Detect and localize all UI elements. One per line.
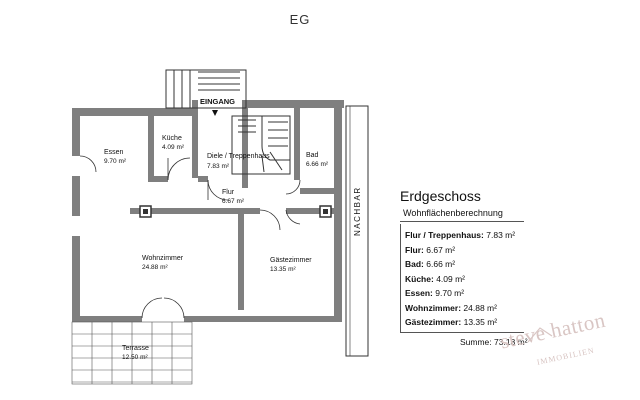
legend-row: Bad: 6.66 m²: [405, 259, 456, 269]
legend-subtitle: Wohnflächenberechnung: [400, 207, 524, 222]
area-legend: Erdgeschoss Wohnflächenberechnung Flur /…: [400, 188, 524, 333]
neighbor-strip: [345, 105, 369, 357]
legend-row: Wohnzimmer: 24.88 m²: [405, 302, 497, 313]
interior-staircase: [231, 115, 291, 175]
walls: [72, 100, 344, 322]
room-area-essen: 9.70 m²: [104, 158, 127, 165]
room-name-gaestezimmer: Gästezimmer: [270, 257, 312, 264]
entrance-arrow-icon: [212, 110, 218, 116]
room-area-flur: 6.67 m²: [222, 198, 245, 205]
legend-total: Summe: 73.18 m²: [460, 337, 528, 347]
legend-row: Flur / Treppenhaus: 7.83 m²: [405, 230, 516, 240]
legend-row: Gästezimmer: 13.35 m²: [405, 317, 498, 327]
room-name-bad: Bad: [306, 152, 319, 159]
chimney-marks: [139, 205, 332, 218]
room-area-bad: 6.66 m²: [306, 161, 329, 168]
room-name-essen: Essen: [104, 149, 124, 156]
room-name-flur: Flur: [222, 189, 235, 196]
room-area-terrasse: 12.50 m²: [122, 354, 148, 361]
entrance-stairs: [165, 69, 247, 109]
entrance-label: EINGANG: [200, 97, 235, 106]
legend-title: Erdgeschoss: [400, 188, 481, 204]
floor-label: EG: [289, 12, 311, 27]
room-area-diele: 7.83 m²: [207, 163, 230, 170]
legend-row: Essen: 9.70 m²: [405, 288, 465, 298]
legend-row: Küche: 4.09 m²: [405, 273, 466, 284]
neighbor-label: NACHBAR: [353, 186, 362, 236]
room-area-gaestezimmer: 13.35 m²: [270, 266, 296, 273]
room-name-wohnzimmer: Wohnzimmer: [142, 255, 184, 262]
legend-row: Flur: 6.67 m²: [405, 244, 456, 255]
doors: [79, 155, 301, 319]
terrace: [71, 321, 193, 385]
room-area-kueche: 4.09 m²: [162, 144, 185, 151]
room-name-diele: Diele / Treppenhaus: [207, 153, 270, 160]
brand-house-icon: [527, 327, 553, 343]
legend-rows: Flur / Treppenhaus: 7.83 m² Flur: 6.67 m…: [400, 224, 524, 333]
room-name-terrasse: Terrasse: [122, 345, 149, 352]
room-name-kueche: Küche: [162, 135, 182, 142]
room-area-wohnzimmer: 24.88 m²: [142, 264, 168, 271]
